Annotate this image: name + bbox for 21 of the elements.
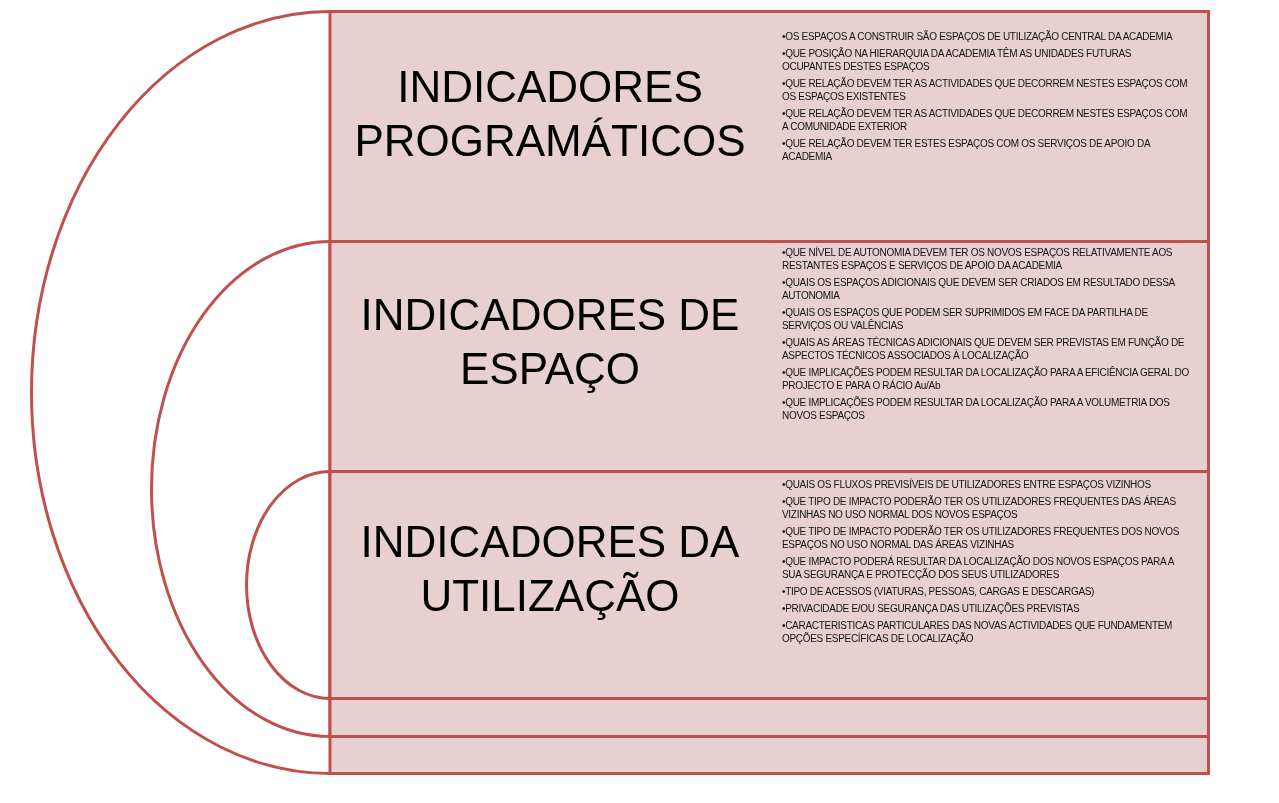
bullet-text: •QUE POSIÇÃO NA HIERARQUIA DA ACADEMIA TÊM AS UNIDADES FUTURAS OCUPANTES DESTES ESPAÇOS: [782, 47, 1133, 73]
section-heading: INDICADORES DA UTILIZAÇÃO: [359, 516, 741, 622]
section-heading: INDICADORES DE ESPAÇO: [359, 289, 741, 395]
bullet-text: •QUE TIPO DE IMPACTO PODERÃO TER OS UTILIZADORES FREQUENTES DOS NOVOS ESPAÇOS NO USO NORMAL DAS ÁREAS VIZINHAS: [782, 525, 1181, 551]
bullet-text: •QUE NÍVEL DE AUTONOMIA DEVEM TER OS NOVOS ESPAÇOS RELATIVAMENTE AOS RESTANTES ESPAÇOS E SERVIÇOS DE APOIO DA ACADEMIA: [782, 246, 1174, 272]
bullet-text: •QUAIS OS ESPAÇOS ADICIONAIS QUE DEVEM SER CRIADOS EM RESULTADO DESSA AUTONOMIA: [782, 276, 1176, 302]
bullet-text: •OS ESPAÇOS A CONSTRUIR SÃO ESPAÇOS DE UTILIZAÇÃO CENTRAL DA ACADEMIA: [782, 30, 1174, 43]
section-heading: INDICADORES PROGRAMÁTICOS: [353, 61, 747, 167]
bullet-text: •QUAIS OS FLUXOS PREVISÍVEIS DE UTILIZADORES ENTRE ESPAÇOS VIZINHOS: [782, 478, 1152, 491]
bullet-text: •QUAIS AS ÁREAS TÉCNICAS ADICIONAIS QUE DEVEM SER PREVISTAS EM FUNÇÃO DE ASPECTOS TÉCNICOS ASSOCIADOS À LOCALIZAÇÃO: [782, 336, 1186, 362]
bullet-text: •TIPO DE ACESSOS (VIATURAS, PESSOAS, CARGAS E DESCARGAS): [782, 585, 1096, 598]
bullet-text: •CARACTERISTICAS PARTICULARES DAS NOVAS ACTIVIDADES QUE FUNDAMENTEM OPÇÕES ESPECÍFICAS DE LOCALIZAÇÃO: [782, 619, 1174, 645]
bullet-text: •QUE RELAÇÃO DEVEM TER AS ACTIVIDADES QUE DECORREM NESTES ESPAÇOS COM OS ESPAÇOS EXISTENTES: [782, 77, 1189, 103]
bullet-text: •QUE RELAÇÃO DEVEM TER AS ACTIVIDADES QUE DECORREM NESTES ESPAÇOS COM A COMUNIDADE EXTERIOR: [782, 107, 1189, 133]
bullet-text: •QUE IMPACTO PODERÁ RESULTAR DA LOCALIZAÇÃO DOS NOVOS ESPAÇOS PARA A SUA SEGURANÇA E PROTECÇÃO DOS SEUS UTILIZADORES: [782, 555, 1176, 581]
bullet-text: •QUE IMPLICAÇÕES PODEM RESULTAR DA LOCALIZAÇÃO PARA A VOLUMETRIA DOS NOVOS ESPAÇOS: [782, 396, 1171, 422]
bullet-text: •QUAIS OS ESPAÇOS QUE PODEM SER SUPRIMIDOS EM FACE DA PARTILHA DE SERVIÇOS OU VALÊNCIAS: [782, 306, 1149, 332]
bullet-text: •QUE IMPLICAÇÕES PODEM RESULTAR DA LOCALIZAÇÃO PARA A EFICIÊNCIA GERAL DO PROJECTO E PARA O RÁCIO Au/Ab: [782, 366, 1190, 392]
bullet-text: •QUE TIPO DE IMPACTO PODERÃO TER OS UTILIZADORES FREQUENTES DAS ÁREAS VIZINHAS NO USO NORMAL DOS NOVOS ESPAÇOS: [782, 495, 1177, 521]
bullet-text: •PRIVACIDADE E/OU SEGURANÇA DAS UTILIZAÇÕES PREVISTAS: [782, 602, 1081, 615]
bullet-text: •QUE RELAÇÃO DEVEM TER ESTES ESPAÇOS COM OS SERVIÇOS DE APOIO DA ACADEMIA: [782, 137, 1152, 163]
